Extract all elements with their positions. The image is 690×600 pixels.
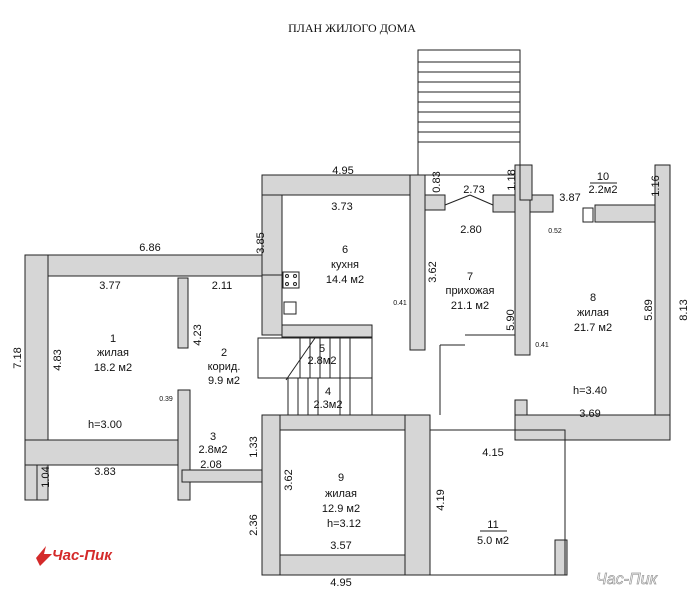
dimension-label: 5.89 bbox=[643, 299, 655, 320]
room-name: корид. bbox=[208, 361, 241, 373]
dimension-label: 4.83 bbox=[52, 349, 64, 370]
room-number: 1 bbox=[110, 333, 116, 345]
room-4: 4 2.3м2 bbox=[314, 386, 343, 411]
dimension-label: 1.33 bbox=[248, 436, 260, 457]
outline-lines bbox=[429, 194, 594, 576]
room-height: h=3.40 bbox=[573, 385, 607, 397]
room-2: 2 корид. 9.9 м2 bbox=[208, 347, 241, 387]
plan-title: ПЛАН ЖИЛОГО ДОМА bbox=[288, 21, 416, 35]
dimension-label: 0.52 bbox=[548, 228, 562, 235]
dimension-label: 0.39 bbox=[159, 396, 173, 403]
dimension-label: 1.16 bbox=[650, 175, 662, 196]
walls bbox=[24, 164, 671, 576]
dimension-label: 6.86 bbox=[139, 242, 160, 254]
room-name: жилая bbox=[97, 347, 129, 359]
room-number: 7 bbox=[467, 271, 473, 283]
room-number: 11 bbox=[487, 519, 498, 531]
dimension-label: 8.13 bbox=[678, 299, 690, 320]
room-area: 21.1 м2 bbox=[451, 300, 489, 312]
room-number: 3 bbox=[210, 431, 216, 443]
dimension-label: 1.04 bbox=[40, 466, 52, 487]
dimension-label: 3.57 bbox=[330, 540, 351, 552]
room-name: жилая bbox=[577, 307, 609, 319]
room-number: 5 bbox=[319, 343, 325, 355]
room-height: h=3.12 bbox=[327, 518, 361, 530]
room-area: 2.2м2 bbox=[589, 184, 618, 196]
room-name: прихожая bbox=[445, 285, 494, 297]
dimension-label: 2.36 bbox=[248, 514, 260, 535]
room-number: 8 bbox=[590, 292, 596, 304]
room-area: 9.9 м2 bbox=[208, 375, 240, 387]
room-number: 9 bbox=[338, 472, 344, 484]
room-area: 5.0 м2 bbox=[477, 535, 509, 547]
room-8: 8 жилая 21.7 м2 h=3.40 bbox=[573, 292, 612, 397]
dimension-label: 2.73 bbox=[463, 184, 484, 196]
room-number: 2 bbox=[221, 347, 227, 359]
dimension-label: 3.62 bbox=[427, 261, 439, 282]
dimension-label: 3.85 bbox=[255, 232, 267, 253]
room-10: 10 2.2м2 bbox=[589, 171, 618, 196]
interior-stairs bbox=[257, 337, 373, 416]
room-3: 3 2.8м2 bbox=[199, 431, 228, 456]
dimension-label: 0.83 bbox=[431, 171, 443, 192]
room-number: 6 bbox=[342, 244, 348, 256]
room-7: 7 прихожая 21.1 м2 bbox=[445, 271, 494, 312]
room-area: 2.8м2 bbox=[199, 444, 228, 456]
dimension-label: 0.41 bbox=[393, 300, 407, 307]
logo-text: Час-Пик bbox=[52, 547, 113, 564]
room-name: жилая bbox=[325, 488, 357, 500]
watermark: Час-Пик bbox=[596, 571, 658, 588]
room-area: 14.4 м2 bbox=[326, 274, 364, 286]
stove-icon bbox=[282, 271, 300, 315]
dimension-label: 3.62 bbox=[283, 469, 295, 490]
dimension-label: 3.73 bbox=[331, 201, 352, 213]
dimensions: 4.95 3.73 3.85 6.86 3.77 2.11 4.23 7.18 … bbox=[12, 165, 690, 589]
room-area: 18.2 м2 bbox=[94, 362, 132, 374]
dimension-label: 7.18 bbox=[12, 347, 24, 368]
dimension-label: 3.83 bbox=[94, 466, 115, 478]
dimension-label: 2.80 bbox=[460, 224, 481, 236]
room-area: 2.3м2 bbox=[314, 399, 343, 411]
room-1: 1 жилая 18.2 м2 h=3.00 bbox=[88, 333, 132, 431]
room-number: 10 bbox=[597, 171, 609, 183]
dimension-label: 0.41 bbox=[535, 342, 549, 349]
dimension-label: 4.15 bbox=[482, 447, 503, 459]
dimension-label: 4.95 bbox=[330, 577, 351, 589]
room-area: 21.7 м2 bbox=[574, 322, 612, 334]
dimension-label: 5.90 bbox=[505, 309, 517, 330]
room-area: 2.8м2 bbox=[308, 355, 337, 367]
room-11: 11 5.0 м2 bbox=[477, 519, 509, 547]
logo: Час-Пик bbox=[36, 546, 113, 566]
room-9: 9 жилая 12.9 м2 h=3.12 bbox=[322, 472, 361, 530]
dimension-label: 4.19 bbox=[435, 489, 447, 510]
room-area: 12.9 м2 bbox=[322, 503, 360, 515]
dimension-label: 3.77 bbox=[99, 280, 120, 292]
room-6: 6 кухня 14.4 м2 bbox=[326, 244, 364, 286]
room-5: 5 2.8м2 bbox=[308, 343, 337, 367]
dimension-label: 4.23 bbox=[192, 324, 204, 345]
room-name: кухня bbox=[331, 259, 359, 271]
dimension-label: 2.11 bbox=[212, 280, 233, 292]
dimension-label: 2.08 bbox=[200, 459, 221, 471]
entrance-stairs bbox=[417, 49, 521, 176]
dimension-label: 3.87 bbox=[559, 192, 580, 204]
room-number: 4 bbox=[325, 386, 331, 398]
room-height: h=3.00 bbox=[88, 419, 122, 431]
dimension-label: 3.69 bbox=[579, 408, 600, 420]
dimension-label: 1.18 bbox=[506, 169, 518, 190]
dimension-label: 4.95 bbox=[332, 165, 353, 177]
